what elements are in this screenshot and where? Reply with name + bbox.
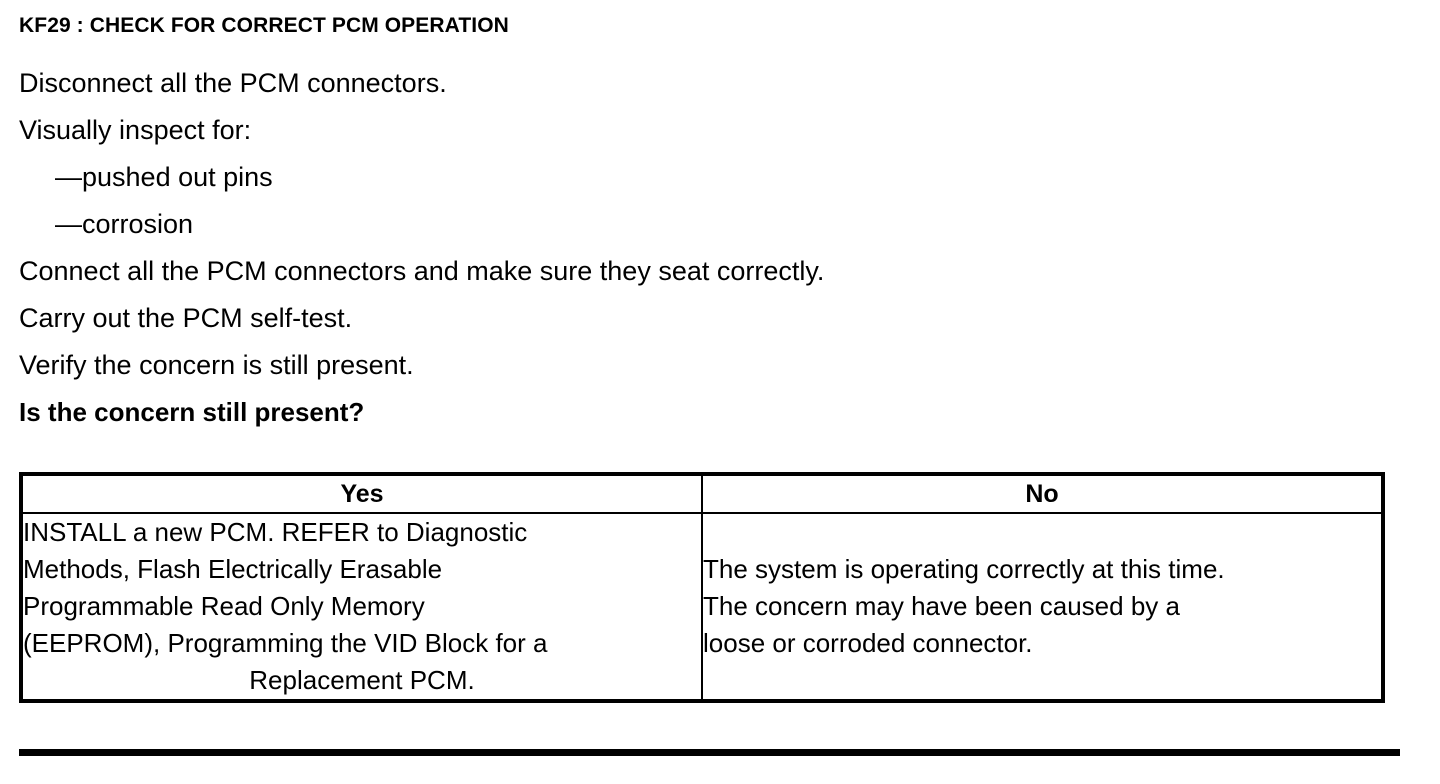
instruction-bullet: —pushed out pins [55, 162, 273, 192]
instruction-line: Carry out the PCM self-test. [19, 303, 353, 333]
instruction-line: Disconnect all the PCM connectors. [19, 68, 447, 98]
cell-line: (EEPROM), Programming the VID Block for … [23, 628, 548, 658]
instruction-list: Disconnect all the PCM connectors. Visua… [19, 60, 1399, 436]
cell-line: loose or corroded connector. [703, 628, 1033, 658]
instruction-line: Visually inspect for: [19, 115, 252, 145]
cell-line: Replacement PCM. [249, 665, 475, 695]
cell-line: The concern may have been caused by a [703, 591, 1180, 621]
cell-line: Programmable Read Only Memory [23, 591, 425, 621]
question-line: Is the concern still present? [19, 397, 365, 427]
page-title: KF29 : CHECK FOR CORRECT PCM OPERATION [19, 14, 509, 37]
cell-line: Methods, Flash Electrically Erasable [23, 554, 443, 584]
column-header-no: No [701, 473, 1384, 514]
table-row: INSTALL a new PCM. REFER to Diagnostic M… [20, 512, 1384, 702]
table-header-row: Yes No [20, 473, 1384, 514]
cell-line: INSTALL a new PCM. REFER to Diagnostic [23, 517, 528, 547]
cell-line: The system is operating correctly at thi… [703, 554, 1225, 584]
column-header-yes: Yes [20, 473, 703, 514]
instruction-line: Connect all the PCM connectors and make … [19, 256, 825, 286]
instruction-line: Verify the concern is still present. [19, 350, 414, 380]
section-divider-rule [19, 749, 1400, 756]
yes-action-cell: INSTALL a new PCM. REFER to Diagnostic M… [20, 512, 703, 702]
instruction-bullet: —corrosion [55, 209, 194, 239]
no-action-cell: The system is operating correctly at thi… [701, 512, 1384, 702]
answer-table: Yes No INSTALL a new PCM. REFER to Diagn… [19, 472, 1385, 703]
